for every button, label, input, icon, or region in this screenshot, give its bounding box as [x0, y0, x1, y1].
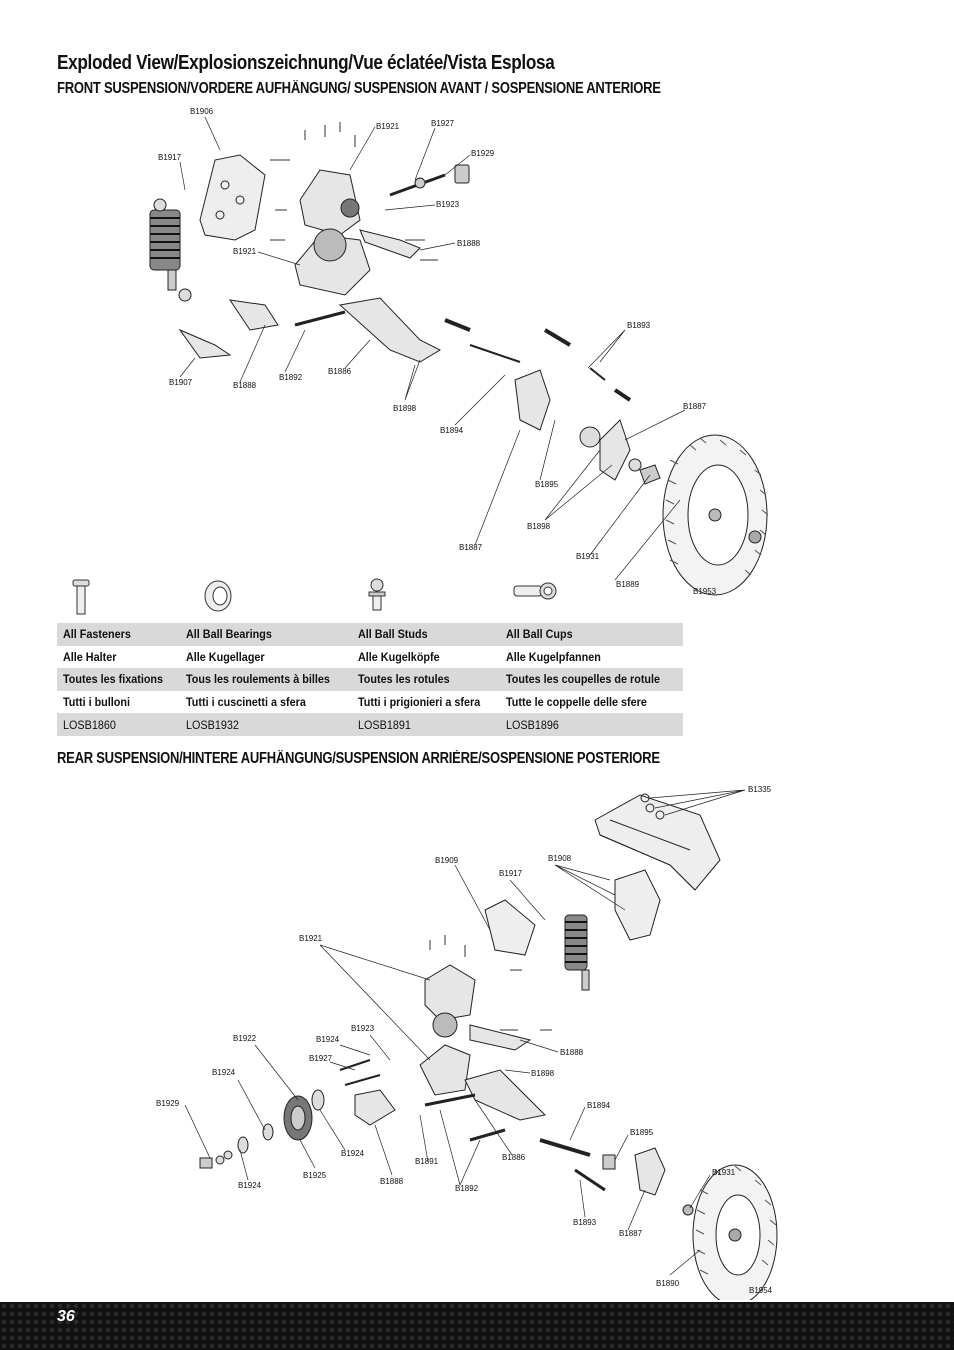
- rear-callout: B1925: [303, 1171, 327, 1180]
- rear-callout: B1921: [299, 934, 323, 943]
- rear-suspension-exploded-diagram: B1335 B1909 B1908 B1917 B1921 B1922 B192…: [0, 770, 954, 1300]
- parts-icons-row: [57, 578, 679, 620]
- front-callout: B1921: [376, 122, 400, 131]
- front-callout: B1898: [393, 404, 417, 413]
- shock-tower-part: [199, 154, 266, 241]
- ball-cup-icon: [513, 582, 557, 600]
- rear-callout: B1931: [712, 1168, 736, 1177]
- table-cell: Alle Kugellager: [186, 649, 265, 664]
- front-callout: B1927: [431, 119, 455, 128]
- page-number: 36: [57, 1308, 75, 1325]
- rear-callout: B1890: [656, 1279, 680, 1288]
- table-cell: All Ball Cups: [499, 623, 683, 646]
- table-cell: Alle Halter: [63, 649, 117, 664]
- front-callout: B1898: [527, 522, 551, 531]
- front-callout: B1907: [169, 378, 193, 387]
- front-callout: B1894: [440, 426, 464, 435]
- rear-callout: B1895: [630, 1128, 654, 1137]
- rear-callout: B1908: [548, 854, 572, 863]
- table-cell: All Ball Bearings: [180, 623, 352, 646]
- rear-callout: B1894: [587, 1101, 611, 1110]
- shock-absorber-part: [149, 198, 192, 302]
- rear-callout: B1886: [502, 1153, 526, 1162]
- ball-stud-icon: [368, 578, 386, 611]
- front-callout: B1892: [279, 373, 303, 382]
- rear-callout: B1927: [309, 1054, 333, 1063]
- table-cell: Toutes les coupelles de rotule: [499, 668, 683, 691]
- rear-callout: B1923: [351, 1024, 375, 1033]
- rear-wing-part: [594, 794, 721, 891]
- front-callout: B1929: [471, 149, 495, 158]
- table-row: Toutes les fixations Tous les roulements…: [57, 668, 683, 691]
- front-callout: B1888: [457, 239, 481, 248]
- ball-bearing-icon: [204, 580, 232, 612]
- rear-callout: B1898: [531, 1069, 555, 1078]
- rear-callout: B1917: [499, 869, 523, 878]
- front-callout: B1923: [436, 200, 460, 209]
- table-cell: Alle Kugelpfannen: [505, 649, 601, 664]
- table-cell: Tutti i prigionieri a sfera: [357, 695, 481, 710]
- table-cell: Tutti i bulloni: [63, 695, 130, 710]
- rear-callout: B1892: [455, 1184, 479, 1193]
- table-row: All Fasteners All Ball Bearings All Ball…: [57, 623, 683, 646]
- front-callout: B1917: [158, 153, 182, 162]
- table-row: Alle Halter Alle Kugellager Alle Kugelkö…: [57, 646, 683, 669]
- rear-callout: B1891: [415, 1157, 439, 1166]
- front-callout: B1921: [233, 247, 257, 256]
- parts-table: All Fasteners All Ball Bearings All Ball…: [57, 623, 683, 736]
- page-title: Exploded View/Explosionszeichnung/Vue éc…: [57, 52, 555, 74]
- table-cell: Alle Kugelköpfe: [357, 649, 440, 664]
- fastener-icon: [72, 579, 90, 615]
- rear-callout: B1909: [435, 856, 459, 865]
- table-row: Tutti i bulloni Tutti i cuscinetti a sfe…: [57, 691, 683, 714]
- rear-callout: B1335: [748, 785, 772, 794]
- front-callout: B1931: [576, 552, 600, 561]
- table-cell: Tutti i cuscinetti a sfera: [186, 695, 306, 710]
- front-callout: B1953: [693, 587, 717, 596]
- front-callout: B1887: [459, 543, 483, 552]
- front-callout: B1888: [233, 381, 257, 390]
- rear-wheel-part: [692, 1164, 778, 1300]
- table-cell: Toutes les rotules: [351, 668, 500, 691]
- rear-callout: B1924: [316, 1035, 340, 1044]
- rear-callout: B1929: [156, 1099, 180, 1108]
- rear-suspension-heading: REAR SUSPENSION/HINTERE AUFHÄNGUNG/SUSPE…: [57, 750, 660, 767]
- rear-callout: B1888: [380, 1177, 404, 1186]
- rear-callout: B1888: [560, 1048, 584, 1057]
- part-number-cell: LOSB1860: [57, 713, 181, 736]
- spur-gear-part: [283, 1095, 313, 1141]
- rear-callout: B1924: [341, 1149, 365, 1158]
- front-callout: B1906: [190, 107, 214, 116]
- front-suspension-heading: FRONT SUSPENSION/VORDERE AUFHÄNGUNG/ SUS…: [57, 80, 661, 97]
- rear-callout: B1893: [573, 1218, 597, 1227]
- front-diagram-drawing: [149, 116, 769, 596]
- front-callout: B1889: [616, 580, 640, 589]
- front-callout: B1893: [627, 321, 651, 330]
- rear-shock-part: [564, 914, 590, 991]
- front-wheel-part: [662, 434, 769, 596]
- rear-diagram-drawing: [184, 789, 778, 1300]
- front-callout: B1895: [535, 480, 559, 489]
- table-row: LOSB1860 LOSB1932 LOSB1891 LOSB1896: [57, 713, 683, 736]
- rear-callout: B1924: [212, 1068, 236, 1077]
- table-cell: Tutte le coppelle delle sfere: [505, 695, 647, 710]
- table-cell: All Ball Studs: [351, 623, 500, 646]
- part-number-cell: LOSB1932: [180, 713, 352, 736]
- rear-callout: B1922: [233, 1034, 257, 1043]
- front-callout: B1886: [328, 367, 352, 376]
- part-number-cell: LOSB1896: [499, 713, 683, 736]
- rear-callout: B1954: [749, 1286, 773, 1295]
- part-number-cell: LOSB1891: [351, 713, 500, 736]
- rear-callout: B1924: [238, 1181, 262, 1190]
- table-cell: Toutes les fixations: [57, 668, 181, 691]
- front-callout: B1887: [683, 402, 707, 411]
- page-footer-bar: [0, 1302, 954, 1350]
- table-cell: Tous les roulements à billes: [180, 668, 352, 691]
- front-suspension-exploded-diagram: B1906 B1921 B1927 B1929 B1917 B1923 B192…: [0, 100, 954, 600]
- table-cell: All Fasteners: [57, 623, 181, 646]
- rear-callout: B1887: [619, 1229, 643, 1238]
